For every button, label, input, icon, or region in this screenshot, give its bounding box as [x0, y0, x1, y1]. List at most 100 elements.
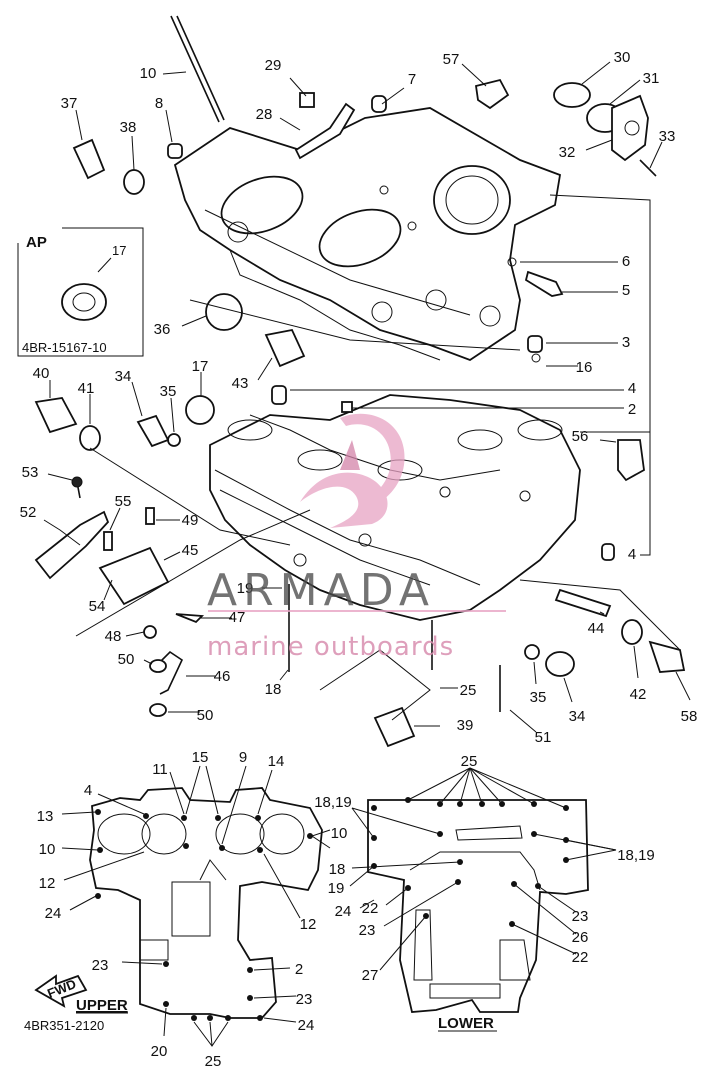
- callout-label-41: 44: [588, 620, 605, 637]
- bush-39: [373, 706, 416, 748]
- plate-32: [611, 94, 649, 162]
- lower-view-label-9: 26: [572, 929, 589, 946]
- lower-view-label-8: 23: [572, 908, 589, 925]
- watermark-brand: ARMADA: [207, 565, 435, 616]
- callout-label-19: 2: [628, 401, 636, 418]
- callout-label-21: 41: [78, 380, 95, 397]
- fwd-arrow-icon: [34, 974, 88, 1008]
- dowel-pin-8: [167, 143, 183, 159]
- oring-35-right: [524, 644, 540, 660]
- upper-view-label-14: 24: [298, 1017, 315, 1034]
- callout-label-34: 47: [229, 609, 246, 626]
- dowel-4-right: [601, 543, 615, 561]
- upper-view-label-8: 12: [39, 875, 56, 892]
- bracket-57: [474, 78, 510, 110]
- washer-48: [143, 625, 157, 639]
- upper-view-label-0: 11: [152, 761, 168, 778]
- callout-label-12: 6: [622, 253, 630, 270]
- ap-part-code: 4BR-15167-10: [22, 340, 107, 355]
- lower-view-label-2: 18,19: [617, 847, 655, 864]
- callout-label-35: 48: [105, 628, 122, 645]
- lower-view-label-10: 27: [362, 967, 379, 984]
- callout-label-10: 8: [155, 95, 163, 112]
- callout-label-9: 38: [120, 119, 137, 136]
- callout-label-27: 53: [22, 464, 39, 481]
- upper-view-label-4: 4: [84, 782, 92, 799]
- upper-view-label-5: 13: [37, 808, 54, 825]
- callout-label-14: 3: [622, 334, 630, 351]
- plug-30: [553, 82, 591, 108]
- callout-label-0: 10: [140, 65, 157, 82]
- screw-33: [639, 159, 657, 177]
- callout-label-30: 52: [20, 504, 37, 521]
- callout-label-33: 54: [89, 598, 106, 615]
- ap-title: AP: [26, 234, 47, 251]
- bolt-5: [524, 270, 564, 297]
- bolt-2: [341, 401, 353, 413]
- callout-label-18: 4: [628, 380, 636, 397]
- callout-label-3: 57: [443, 51, 460, 68]
- upper-view-label-2: 9: [239, 749, 247, 766]
- bracket-45: [98, 546, 170, 606]
- washer-41: [79, 425, 101, 451]
- dowel-3: [527, 335, 543, 353]
- callout-label-45: 58: [681, 708, 698, 725]
- oring-16: [531, 353, 541, 363]
- bearing-ring-icon: [61, 283, 107, 321]
- callout-label-4: 30: [614, 49, 631, 66]
- upper-view-label-10: 24: [45, 905, 62, 922]
- callout-label-15: 16: [576, 359, 593, 376]
- lower-view-label-5: 22: [362, 900, 379, 917]
- pipe-46: [157, 650, 184, 695]
- upper-view-label-3: 14: [268, 753, 285, 770]
- cover-40: [34, 397, 78, 434]
- upper-view-label-13: 23: [296, 991, 313, 1008]
- filter-37: [72, 138, 106, 180]
- callout-label-43: 34: [569, 708, 586, 725]
- watermark-logo-icon: [300, 413, 405, 528]
- washer-42: [621, 619, 643, 645]
- callout-label-1: 29: [265, 57, 282, 74]
- plug-34-left: [136, 414, 170, 448]
- plug-34-right: [545, 651, 575, 677]
- callout-label-11: 28: [256, 106, 273, 123]
- upper-view-label-1: 15: [192, 749, 209, 766]
- callout-label-20: 40: [33, 365, 50, 382]
- callout-label-17: 43: [232, 375, 249, 392]
- washer-50-lower: [149, 703, 167, 717]
- callout-label-5: 31: [643, 70, 660, 87]
- stud-bolt-10: [170, 15, 220, 123]
- lower-crankcase: [209, 394, 581, 621]
- cover-58: [648, 640, 686, 673]
- callout-label-47: 51: [535, 729, 552, 746]
- ap-inset-box: AP 17 4BR-15167-10: [17, 227, 144, 357]
- lower-view-label-4: 19: [328, 880, 345, 897]
- bracket-56: [617, 439, 645, 482]
- callout-label-13: 5: [622, 282, 630, 299]
- bracket-28: [294, 102, 356, 160]
- callout-label-46: 39: [457, 717, 474, 734]
- bearing-17: [185, 395, 215, 425]
- upper-view-title: UPPER: [76, 997, 128, 1014]
- upper-view-label-16: 25: [205, 1053, 222, 1070]
- callout-label-37: 46: [214, 668, 231, 685]
- callout-label-23: 35: [160, 383, 177, 400]
- washer-50-upper: [149, 659, 167, 673]
- lower-view-label-1: 18,19: [314, 794, 352, 811]
- lower-case-view: LOWER: [349, 767, 617, 1032]
- bolt-49: [145, 507, 155, 525]
- bush-36: [205, 293, 243, 331]
- pin-55: [103, 531, 113, 551]
- washer-38: [123, 169, 145, 195]
- callout-label-8: 37: [61, 95, 78, 112]
- callout-label-28: 55: [115, 493, 132, 510]
- oring-6: [507, 257, 517, 267]
- clip-47: [175, 613, 205, 624]
- upper-view-label-6: 10: [331, 825, 348, 842]
- shaft-44: [554, 588, 612, 618]
- upper-view-label-12: 2: [295, 961, 303, 978]
- upper-view-label-9: 12: [300, 916, 317, 933]
- upper-view-label-15: 20: [151, 1043, 168, 1060]
